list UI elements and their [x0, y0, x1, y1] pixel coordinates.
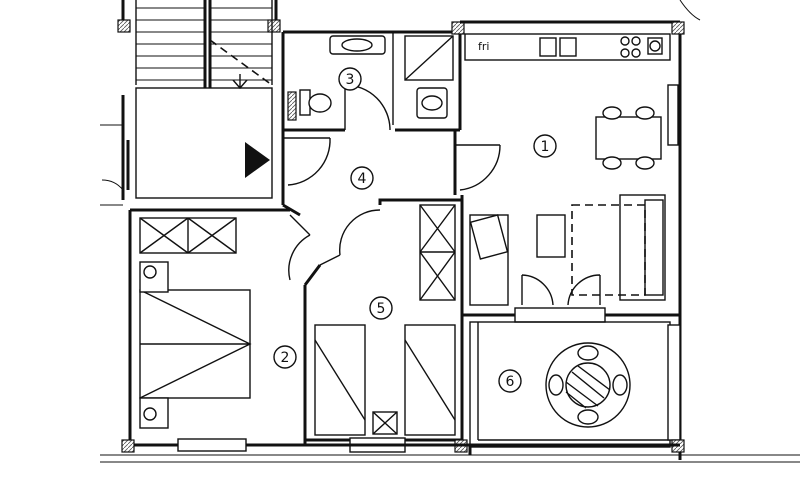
balcony: [100, 321, 800, 463]
svg-text:6: 6: [506, 374, 515, 390]
washbasin: [416, 87, 448, 119]
kitchen-counter: fri: [464, 33, 671, 61]
svg-text:2: 2: [281, 350, 290, 366]
room-number-1: 1: [533, 134, 557, 158]
stair-arrow-icon: [232, 74, 248, 90]
svg-text:1: 1: [541, 139, 550, 155]
room-number-2: 2: [273, 345, 297, 369]
bedroom-second: [303, 198, 468, 453]
dining-table: [595, 106, 662, 170]
bathroom: [281, 21, 465, 132]
stair-treads: [136, 7, 272, 81]
room-number-3: 3: [338, 67, 362, 91]
single-bed-right: [404, 324, 456, 436]
svg-text:5: 5: [377, 301, 386, 317]
single-bed-left: [314, 324, 366, 436]
svg-text:3: 3: [346, 72, 355, 88]
wardrobe-tall: [419, 204, 456, 301]
bedroom-main: [121, 208, 311, 453]
direction-arrow-icon: [245, 142, 270, 178]
room-number-4: 4: [350, 166, 374, 190]
armchair: [469, 214, 509, 306]
stairwell: [100, 0, 281, 206]
nightstand: [372, 411, 398, 435]
hallway: [281, 130, 501, 217]
sink: [329, 35, 386, 55]
toilet: [299, 89, 332, 116]
sofa: [619, 194, 666, 301]
double-bed: [139, 261, 252, 429]
kitchen-fridge-label: fri: [478, 40, 489, 53]
round-table: [545, 342, 631, 428]
svg-text:4: 4: [358, 171, 367, 187]
shower: [404, 35, 454, 81]
room-number-6: 6: [498, 369, 522, 393]
wardrobe: [139, 217, 237, 254]
room-number-5: 5: [369, 296, 393, 320]
